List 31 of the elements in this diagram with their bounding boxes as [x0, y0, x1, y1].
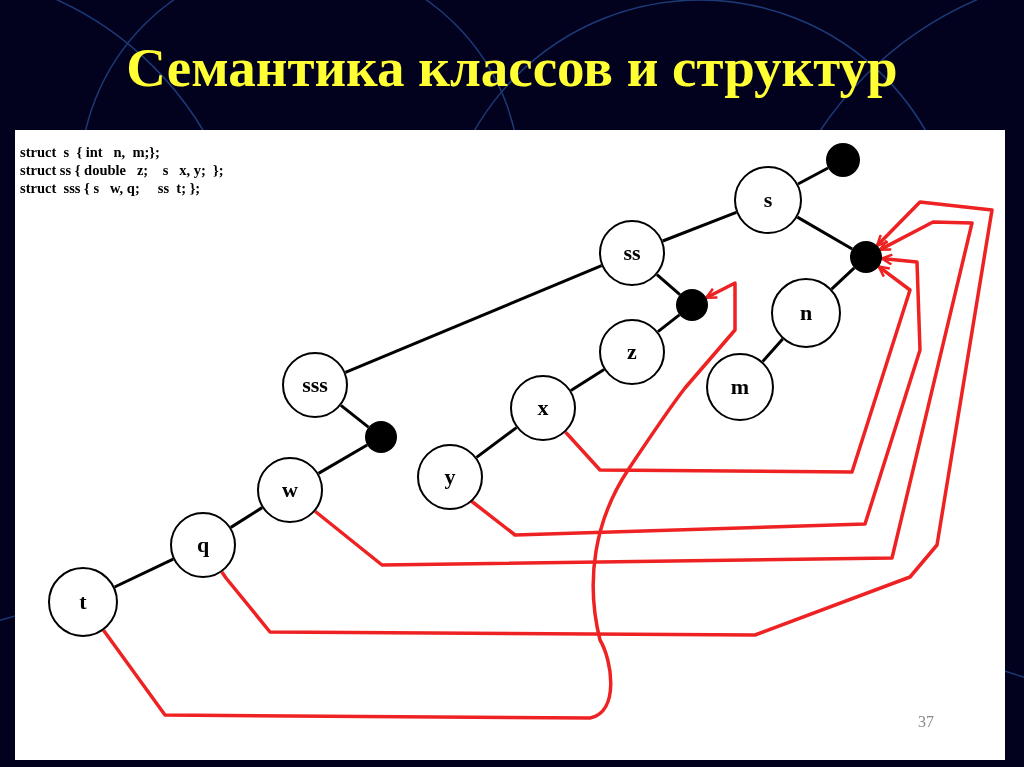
- connector-line: [655, 273, 681, 296]
- node-label: ss: [623, 242, 641, 264]
- connector-line: [830, 266, 856, 291]
- connector-line: [475, 426, 518, 459]
- connector-line: [317, 443, 368, 475]
- node-label: x: [537, 397, 549, 419]
- connector-line: [797, 166, 829, 186]
- node-label: w: [282, 479, 298, 501]
- node-label: z: [627, 341, 637, 363]
- arrow: [102, 281, 737, 720]
- arrow: [220, 200, 994, 637]
- node-label: y: [444, 466, 456, 488]
- node-label: sss: [302, 374, 328, 396]
- code-line: struct sss { s w, q; ss t; };: [20, 179, 202, 197]
- connector-line: [761, 338, 784, 363]
- code-line: struct ss { double z; s x, y; };: [20, 161, 224, 179]
- page-number: 37: [918, 712, 934, 732]
- connector-line: [657, 313, 681, 333]
- connector-line: [113, 557, 174, 589]
- connector-line: [570, 368, 605, 392]
- connector-line: [230, 506, 263, 529]
- node-label: s: [763, 189, 773, 211]
- node-label: t: [79, 591, 87, 613]
- node-label: n: [799, 302, 813, 324]
- code-line: struct s { int n, m;};: [20, 143, 161, 161]
- arrow: [564, 265, 912, 474]
- node-label: m: [730, 376, 750, 398]
- connector-line: [340, 404, 370, 429]
- arrow: [314, 220, 974, 567]
- node-label: q: [196, 534, 210, 556]
- connector-line: [796, 215, 853, 251]
